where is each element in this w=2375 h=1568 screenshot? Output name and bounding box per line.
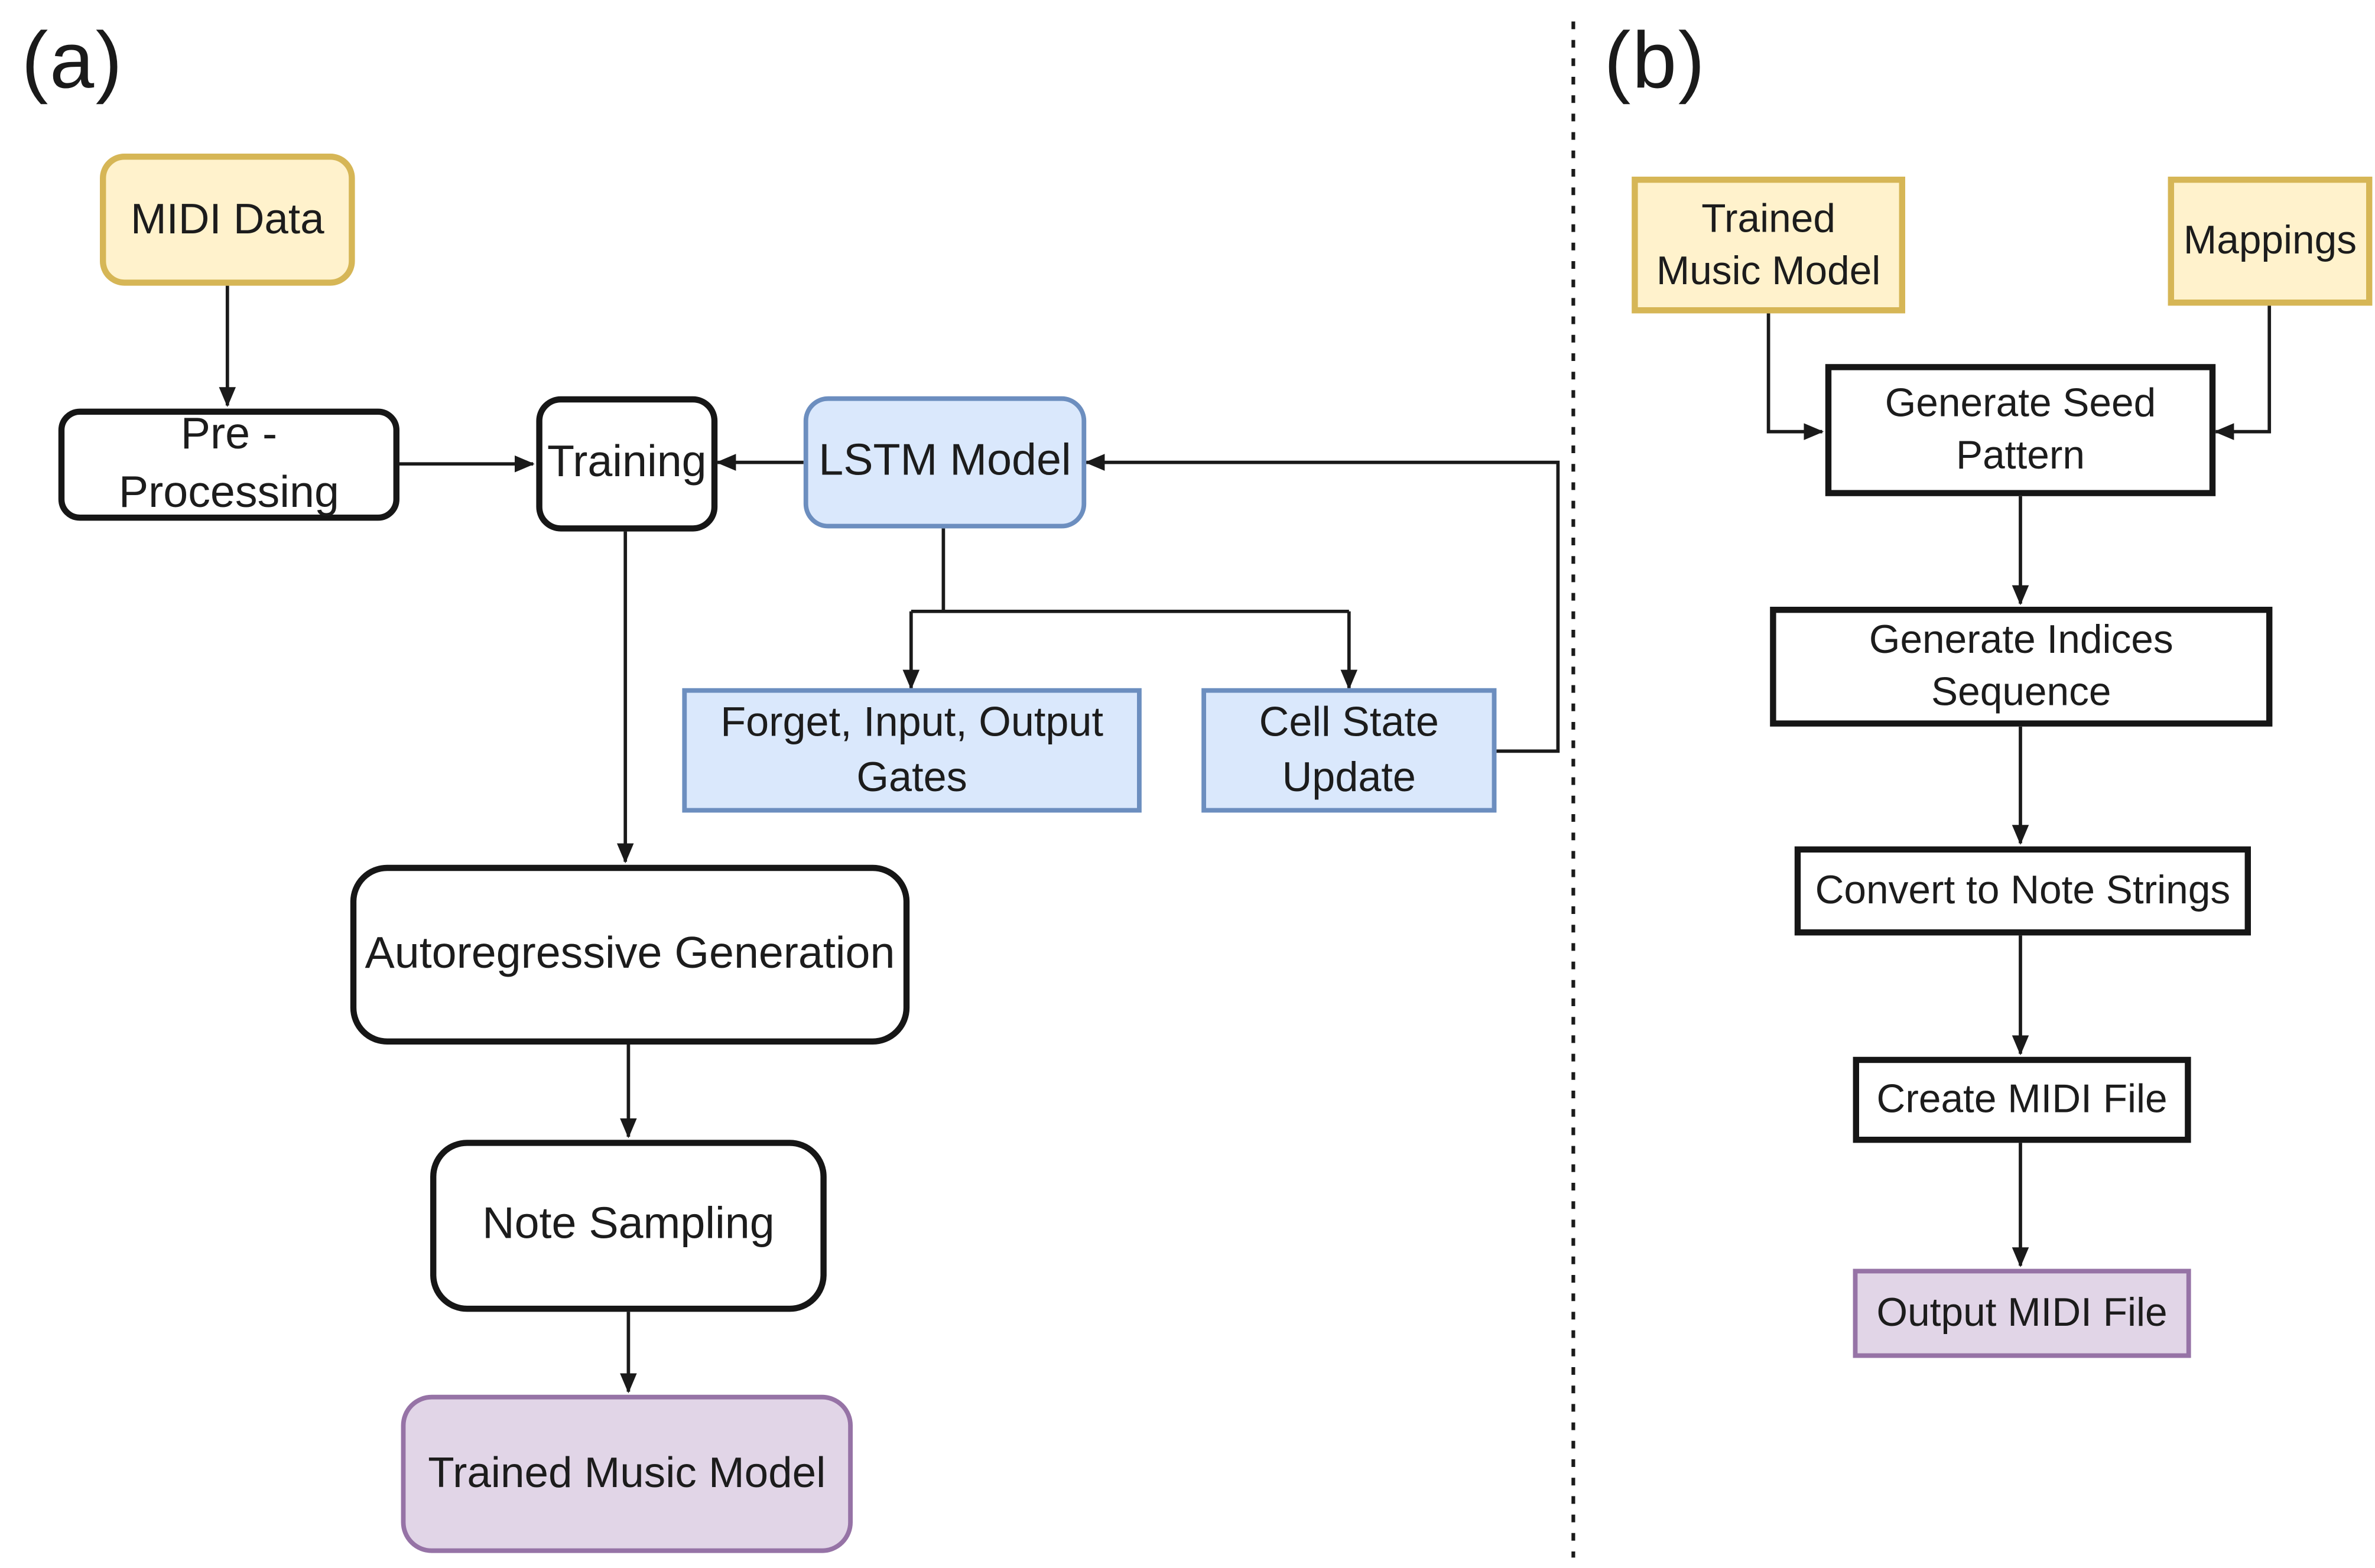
edge-mappings-to-generateseed [2214, 305, 2272, 440]
node-note-sampling: Note Sampling [430, 1140, 827, 1312]
panel-b-label: (b) [1604, 17, 1707, 106]
node-generate-indices-sequence: Generate Indices Sequence [1770, 607, 2273, 727]
node-autoregressive-generation: Autoregressive Generation [350, 864, 910, 1045]
node-pre-processing: Pre - Processing [58, 408, 400, 521]
edge-trainedmodel-to-generateseed [1766, 313, 1824, 440]
node-lstm-model: LSTM Model [803, 396, 1087, 529]
node-create-midi-file: Create MIDI File [1853, 1056, 2191, 1143]
panel-a-label: (a) [21, 17, 124, 106]
node-forget-input-output-gates: Forget, Input, Output Gates [682, 688, 1142, 813]
node-trained-music-model-a: Trained Music Model [401, 1394, 853, 1553]
node-cell-state-update: Cell State Update [1201, 688, 1497, 813]
node-mappings: Mappings [2168, 177, 2373, 306]
node-convert-to-note-strings: Convert to Note Strings [1794, 846, 2251, 936]
node-output-midi-file: Output MIDI File [1853, 1268, 2191, 1358]
node-training: Training [536, 396, 718, 532]
node-midi-data: MIDI Data [100, 154, 355, 286]
edge-lstm-branch-trunk [911, 528, 1349, 613]
node-trained-music-model-b: Trained Music Model [1632, 177, 1905, 314]
node-generate-seed-pattern: Generate Seed Pattern [1825, 364, 2216, 496]
